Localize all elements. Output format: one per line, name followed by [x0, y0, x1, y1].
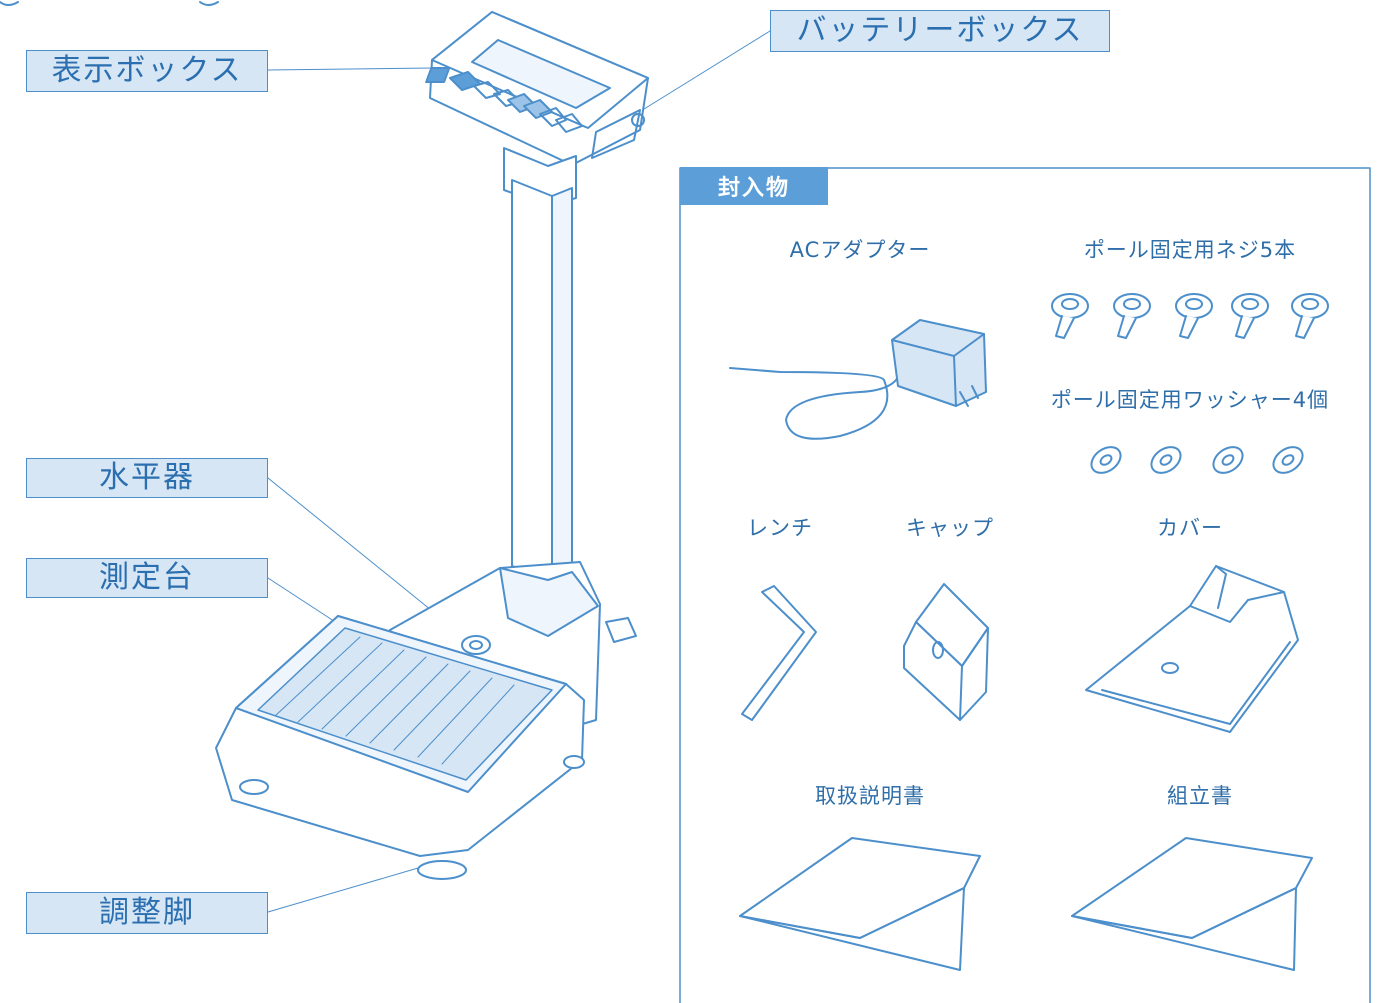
- leader-platform: [267, 577, 341, 626]
- manual-drawing: [739, 837, 981, 971]
- label-manual: 取扱説明書: [815, 784, 925, 808]
- callout-adjust-feet: 調整脚: [26, 892, 268, 934]
- label-screws: ポール固定用ネジ5本: [1083, 238, 1297, 262]
- adjust-foot: [417, 860, 467, 880]
- assembly-drawing: [1071, 837, 1313, 971]
- label-washers: ポール固定用ワッシャー4個: [1050, 388, 1330, 412]
- contents-frame: [679, 167, 1371, 1003]
- level-bubble: [461, 635, 491, 655]
- label-cap: キャップ: [906, 516, 994, 540]
- cover-drawing: [1085, 565, 1299, 733]
- wrench-drawing: [741, 585, 817, 721]
- platform-drawing: [215, 615, 585, 880]
- label-cover: カバー: [1157, 516, 1223, 540]
- cap-drawing: [903, 583, 989, 721]
- leader-battery: [635, 30, 771, 115]
- leader-feet: [267, 867, 419, 913]
- label-ac-adapter: ACアダプター: [789, 238, 931, 262]
- label-wrench: レンチ: [747, 516, 813, 540]
- callout-battery-box: バッテリーボックス: [770, 10, 1110, 52]
- callout-level: 水平器: [26, 458, 268, 498]
- screws-drawing: [1051, 293, 1329, 339]
- leader-display: [267, 67, 433, 71]
- ac-adapter-drawing: [729, 319, 987, 440]
- callout-display-box: 表示ボックス: [26, 50, 268, 92]
- contents-header: 封入物: [680, 167, 828, 205]
- pole-drawing: [503, 147, 577, 581]
- washers-drawing: [1090, 446, 1304, 474]
- callout-platform: 測定台: [26, 558, 268, 598]
- display-box-drawing: [425, 11, 649, 166]
- label-assembly: 組立書: [1167, 784, 1233, 808]
